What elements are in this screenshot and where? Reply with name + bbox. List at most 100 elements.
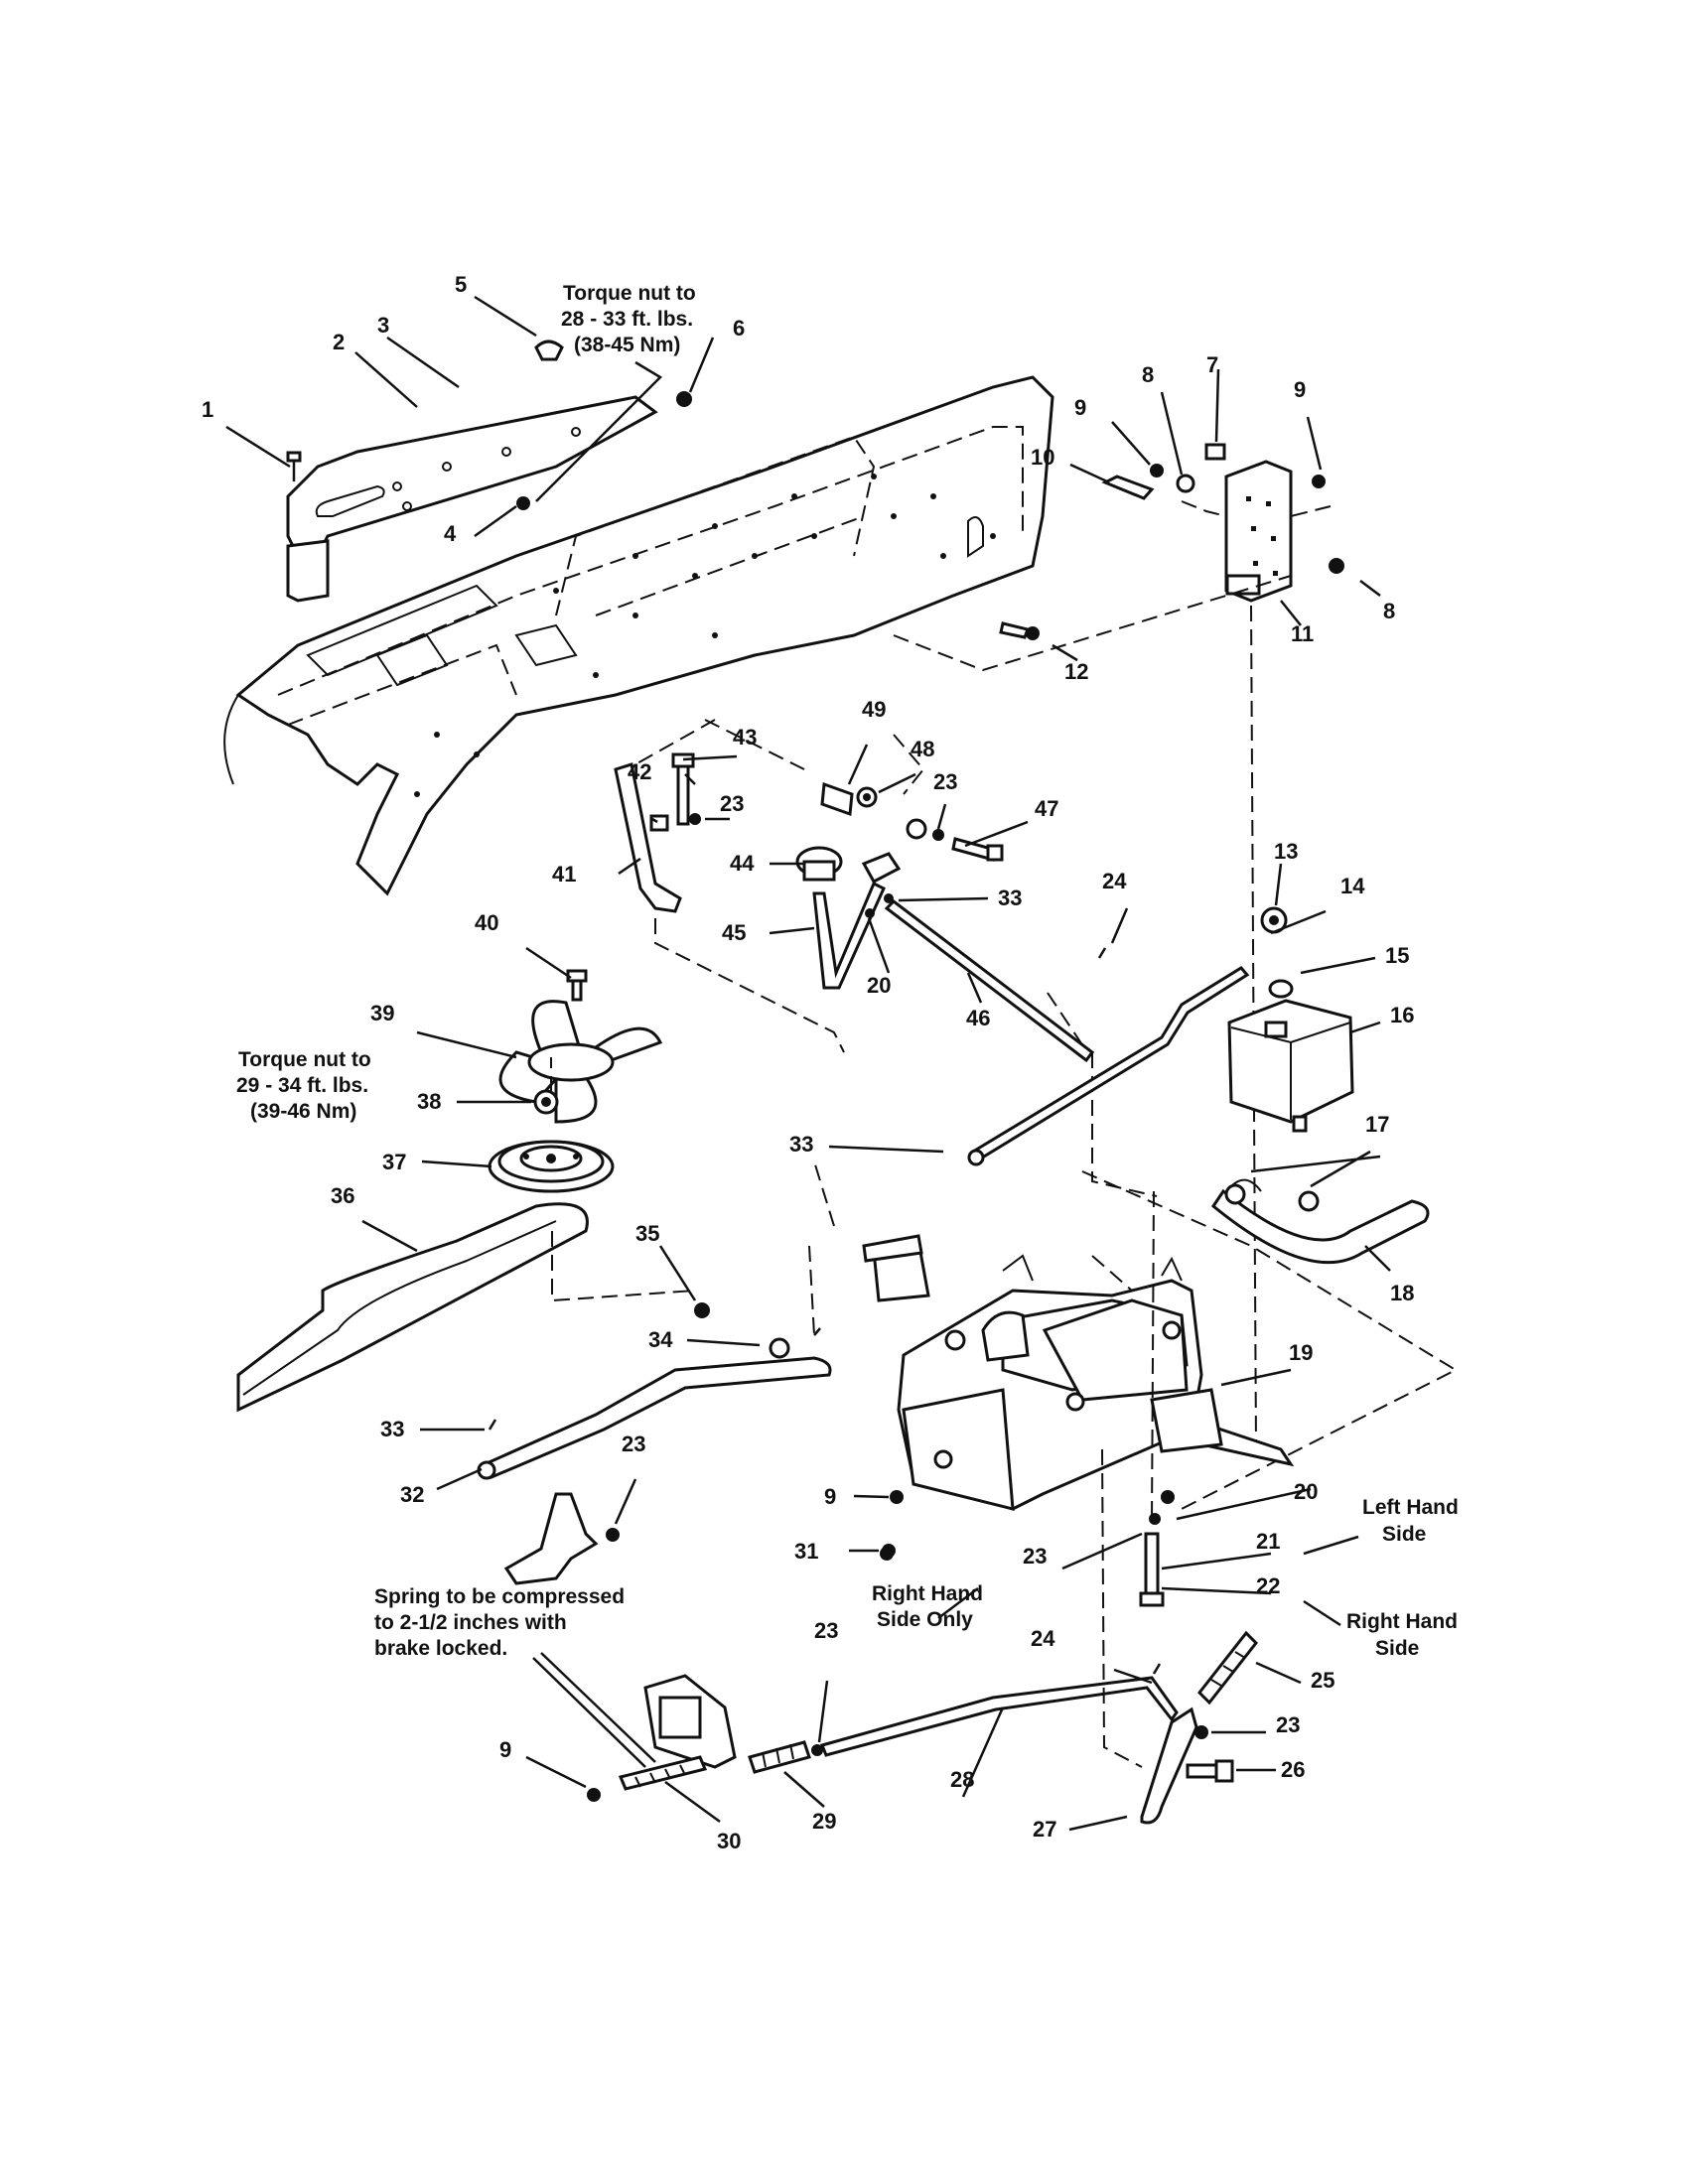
callout-labels: 1 2 3 4 5 6 7 8 8 9 9 9 9 10 11 12 13 14…	[202, 272, 1414, 1853]
callout-48: 48	[911, 737, 934, 761]
callout-3: 3	[377, 313, 389, 338]
torque-top-line2: 28 - 33 ft. lbs.	[561, 308, 693, 331]
callout-9-transaxle: 9	[824, 1484, 836, 1509]
callout-7: 7	[1206, 352, 1218, 377]
callout-19: 19	[1289, 1340, 1313, 1365]
callout-26: 26	[1281, 1757, 1305, 1782]
callout-23-linkage: 23	[933, 769, 957, 794]
callout-32: 32	[400, 1482, 424, 1507]
callout-30: 30	[717, 1829, 741, 1853]
callout-23-brake: 23	[1276, 1712, 1300, 1737]
right-hand-side-line2: Side	[1375, 1637, 1419, 1660]
clip-33-left	[488, 1419, 497, 1431]
torque-left-line2: 29 - 34 ft. lbs.	[236, 1074, 368, 1097]
spacer-49-48	[820, 781, 878, 817]
callout-9-brake: 9	[499, 1737, 511, 1762]
torque-top-line3: (38-45 Nm)	[574, 334, 680, 356]
callout-39: 39	[370, 1001, 394, 1025]
callout-23-lever: 23	[622, 1432, 645, 1456]
callout-34: 34	[648, 1327, 673, 1352]
bolt-7	[1204, 443, 1226, 461]
pulley-37	[488, 1140, 615, 1193]
callout-49: 49	[862, 697, 886, 722]
callout-44: 44	[730, 851, 755, 876]
callout-31: 31	[794, 1539, 818, 1564]
rod-32	[477, 1356, 832, 1480]
callout-8-top: 8	[1142, 362, 1154, 387]
screw-40	[566, 969, 588, 1002]
bolt-26	[1186, 1759, 1234, 1783]
callout-27: 27	[1033, 1817, 1056, 1842]
rod-46	[884, 899, 1095, 1063]
bushing-34	[769, 1337, 790, 1359]
callout-33-left: 33	[380, 1417, 404, 1441]
washers-8-9	[1150, 464, 1344, 574]
callout-22: 22	[1256, 1573, 1280, 1598]
callout-11: 11	[1291, 621, 1314, 646]
callout-24-brake: 24	[1031, 1626, 1055, 1651]
callout-38: 38	[417, 1089, 441, 1114]
callout-45: 45	[722, 920, 746, 945]
callout-42: 42	[628, 759, 651, 784]
callout-14: 14	[1340, 874, 1365, 898]
torque-left-line1: Torque nut to	[238, 1048, 371, 1071]
right-hand-side-only-line1: Right Hand	[872, 1582, 983, 1605]
spring-29	[748, 1740, 823, 1774]
hoses-17-18	[1210, 1178, 1430, 1265]
bolt-47	[951, 837, 1004, 862]
nut-4	[516, 496, 530, 510]
callout-6: 6	[733, 316, 745, 341]
callout-25: 25	[1311, 1668, 1334, 1693]
right-hand-side-only-line2: Side Only	[877, 1608, 973, 1631]
lever-45	[812, 852, 902, 990]
left-hand-side-line2: Side	[1382, 1523, 1426, 1546]
callout-46: 46	[966, 1006, 990, 1030]
clip-24-brake	[1152, 1663, 1162, 1675]
rod-28	[819, 1676, 1179, 1757]
bushing-13	[1260, 906, 1288, 934]
clip-24-top	[1097, 947, 1107, 959]
tank-16	[1227, 999, 1354, 1133]
frame	[223, 375, 1054, 896]
spring-30	[618, 1755, 708, 1791]
nut-9-brake	[587, 1788, 601, 1802]
callout-1: 1	[202, 397, 213, 422]
rod-14	[967, 966, 1250, 1166]
callout-9-top-right: 9	[1294, 377, 1306, 402]
callout-36: 36	[331, 1183, 354, 1208]
washer-23-brake	[1194, 1725, 1208, 1739]
callout-13: 13	[1274, 839, 1298, 864]
cap-15	[1268, 979, 1294, 999]
callout-23-transaxle: 23	[1023, 1544, 1047, 1569]
lever-27	[1140, 1706, 1198, 1825]
knob-44	[795, 846, 843, 882]
notes: Torque nut to 28 - 33 ft. lbs. (38-45 Nm…	[236, 282, 1459, 1660]
nut-35	[694, 1302, 710, 1318]
dash-plate	[286, 395, 658, 603]
leaders	[225, 295, 1391, 1832]
callout-33-mid: 33	[789, 1132, 813, 1157]
callout-21: 21	[1256, 1529, 1280, 1554]
callout-43: 43	[733, 725, 757, 750]
callout-8-right: 8	[1383, 599, 1395, 623]
callout-5: 5	[455, 272, 467, 297]
clip-33-mid	[813, 1327, 821, 1336]
callout-10: 10	[1031, 445, 1054, 470]
torque-left-line3: (39-46 Nm)	[250, 1100, 356, 1123]
callout-28: 28	[950, 1767, 974, 1792]
callout-9-top-left: 9	[1074, 395, 1086, 420]
callout-47: 47	[1035, 796, 1058, 821]
callout-41: 41	[552, 862, 576, 887]
callout-20-linkage: 20	[867, 973, 891, 998]
belt-36	[236, 1202, 589, 1413]
spring-note-line1: Spring to be compressed	[374, 1585, 625, 1608]
clip-33-20	[865, 893, 894, 918]
right-hand-side-line1: Right Hand	[1346, 1610, 1458, 1633]
callout-17: 17	[1365, 1112, 1389, 1137]
callout-35: 35	[635, 1221, 659, 1246]
callout-12: 12	[1064, 659, 1088, 684]
bushing-48-23	[906, 818, 944, 841]
torque-top-line1: Torque nut to	[563, 282, 696, 305]
spring-note-line2: to 2-1/2 inches with	[374, 1611, 567, 1634]
